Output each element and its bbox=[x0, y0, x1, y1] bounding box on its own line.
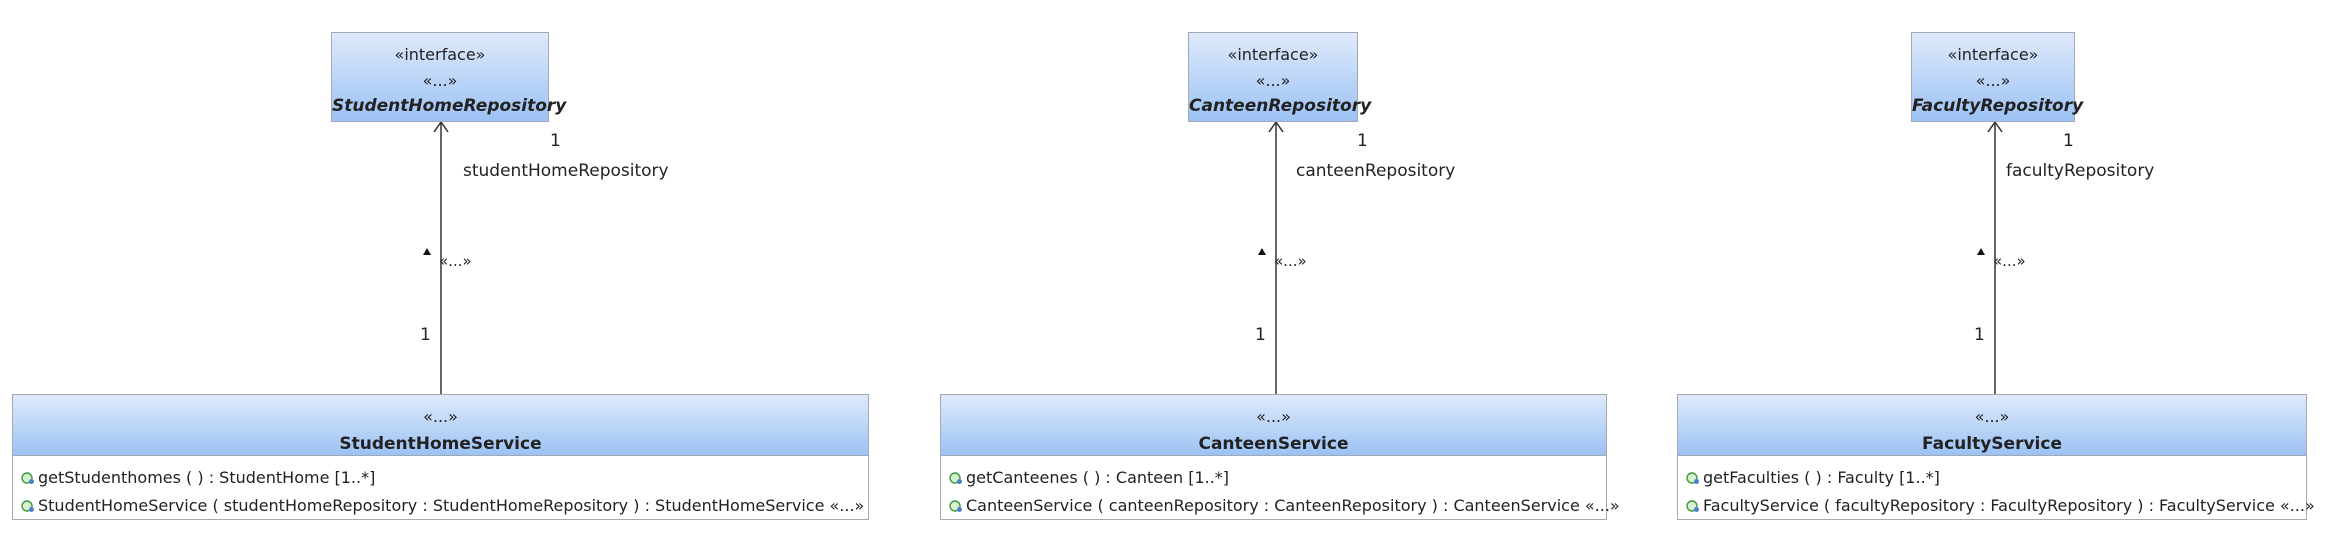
public-operation-icon bbox=[1686, 472, 1699, 484]
interface-name: FacultyRepository bbox=[1912, 96, 2084, 116]
class-header: «...» StudentHomeService bbox=[13, 395, 868, 456]
multiplicity-source: 1 bbox=[420, 325, 431, 345]
interface-canteen-repository[interactable]: «interface» «...» CanteenRepository bbox=[1188, 32, 1372, 122]
operation-item[interactable]: FacultyService ( facultyRepository : Fac… bbox=[1686, 492, 2315, 520]
class-stereotype: «...» bbox=[423, 407, 458, 426]
operation-item[interactable]: getCanteenes ( ) : Canteen [1..*] bbox=[949, 464, 1606, 492]
direction-triangle bbox=[1258, 248, 1266, 255]
multiplicity-source: 1 bbox=[1974, 325, 1985, 345]
operations-compartment: getCanteenes ( ) : Canteen [1..*] Cantee… bbox=[941, 456, 1620, 520]
direction-triangle bbox=[1977, 248, 1985, 255]
role-label: facultyRepository bbox=[2006, 161, 2155, 181]
class-name: FacultyService bbox=[1922, 434, 2062, 454]
interface-stereotype: «interface» bbox=[1227, 45, 1319, 64]
navigability-arrow bbox=[1268, 120, 1284, 133]
class-name: CanteenService bbox=[1198, 434, 1349, 454]
operation-signature: FacultyService ( facultyRepository : Fac… bbox=[1703, 496, 2315, 515]
operation-signature: getStudenthomes ( ) : StudentHome [1..*] bbox=[38, 468, 376, 487]
class-canteen-service[interactable]: «...» CanteenService getCanteenes ( ) : … bbox=[940, 394, 1620, 520]
class-stereotype: «...» bbox=[1974, 407, 2010, 426]
class-header: «...» CanteenService bbox=[941, 395, 1606, 456]
operation-item[interactable]: getFaculties ( ) : Faculty [1..*] bbox=[1686, 464, 2306, 492]
class-stereotype: «...» bbox=[1256, 407, 1291, 426]
extra-stereotype: «...» bbox=[1975, 71, 2011, 90]
association-stereotype: «...» bbox=[1274, 252, 1307, 270]
operation-signature: getFaculties ( ) : Faculty [1..*] bbox=[1703, 468, 1940, 487]
class-name: StudentHomeService bbox=[339, 434, 542, 454]
extra-stereotype: «...» bbox=[422, 71, 458, 90]
multiplicity-source: 1 bbox=[1255, 325, 1266, 345]
multiplicity-target: 1 bbox=[2063, 131, 2074, 151]
public-operation-icon bbox=[949, 472, 962, 484]
class-header: «interface» «...» CanteenRepository bbox=[1189, 33, 1372, 121]
operation-signature: CanteenService ( canteenRepository : Can… bbox=[966, 496, 1620, 515]
operation-signature: getCanteenes ( ) : Canteen [1..*] bbox=[966, 468, 1230, 487]
public-operation-icon bbox=[21, 500, 34, 512]
class-header: «interface» «...» FacultyRepository bbox=[1912, 33, 2084, 121]
interface-name: StudentHomeRepository bbox=[332, 96, 567, 116]
class-faculty-service[interactable]: «...» FacultyService getFaculties ( ) : … bbox=[1677, 394, 2315, 520]
navigability-arrow bbox=[433, 120, 449, 133]
interface-faculty-repository[interactable]: «interface» «...» FacultyRepository bbox=[1911, 32, 2084, 122]
navigability-arrow bbox=[1987, 120, 2003, 133]
class-header: «interface» «...» StudentHomeRepository bbox=[332, 33, 567, 121]
operations-compartment: getStudenthomes ( ) : StudentHome [1..*]… bbox=[13, 456, 868, 520]
role-label: canteenRepository bbox=[1296, 161, 1456, 181]
multiplicity-target: 1 bbox=[550, 131, 561, 151]
public-operation-icon bbox=[949, 500, 962, 512]
operation-item[interactable]: getStudenthomes ( ) : StudentHome [1..*] bbox=[21, 464, 868, 492]
interface-stereotype: «interface» bbox=[1947, 45, 2039, 64]
interface-name: CanteenRepository bbox=[1189, 96, 1372, 116]
operation-item[interactable]: StudentHomeService ( studentHomeReposito… bbox=[21, 492, 868, 520]
operations-compartment: getFaculties ( ) : Faculty [1..*] Facult… bbox=[1678, 456, 2315, 520]
association-stereotype: «...» bbox=[1993, 252, 2026, 270]
association-stereotype: «...» bbox=[439, 252, 472, 270]
interface-student-home-repository[interactable]: «interface» «...» StudentHomeRepository bbox=[331, 32, 567, 122]
operation-signature: StudentHomeService ( studentHomeReposito… bbox=[38, 496, 865, 515]
extra-stereotype: «...» bbox=[1255, 71, 1291, 90]
public-operation-icon bbox=[1686, 500, 1699, 512]
public-operation-icon bbox=[21, 472, 34, 484]
role-label: studentHomeRepository bbox=[463, 161, 669, 181]
multiplicity-target: 1 bbox=[1357, 131, 1368, 151]
class-student-home-service[interactable]: «...» StudentHomeService getStudenthomes… bbox=[12, 394, 869, 520]
interface-stereotype: «interface» bbox=[394, 45, 486, 64]
class-header: «...» FacultyService bbox=[1678, 395, 2306, 456]
operation-item[interactable]: CanteenService ( canteenRepository : Can… bbox=[949, 492, 1620, 520]
direction-triangle bbox=[423, 248, 431, 255]
